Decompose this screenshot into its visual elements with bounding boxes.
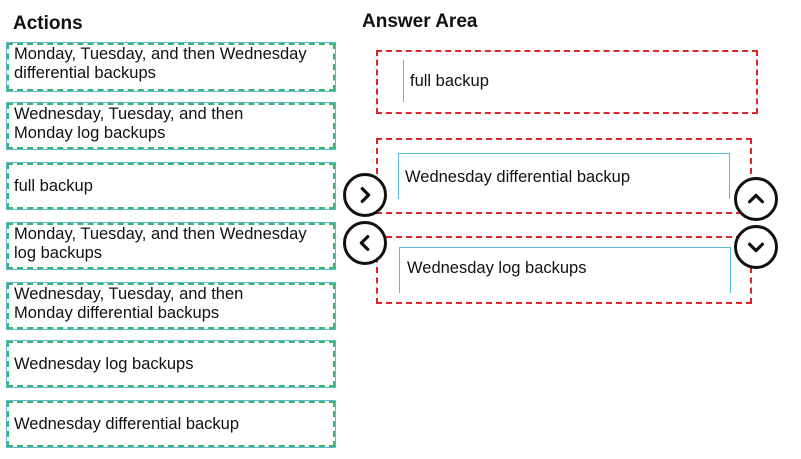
action-item[interactable]: Monday, Tuesday, and then Wednesday log … (6, 222, 336, 270)
action-item[interactable]: Wednesday differential backup (6, 400, 336, 448)
action-item-line: Monday, Tuesday, and then Wednesday (14, 225, 307, 243)
action-item-line: differential backups (14, 64, 156, 82)
move-up-button[interactable] (734, 177, 778, 221)
action-item-line: Monday, Tuesday, and then Wednesday (14, 45, 307, 63)
answer-item[interactable]: full backup (403, 60, 723, 102)
action-item[interactable]: full backup (6, 162, 336, 210)
answer-item[interactable]: Wednesday differential backup (398, 153, 730, 199)
move-left-button[interactable] (343, 221, 387, 265)
chevron-left-icon (359, 234, 370, 252)
chevron-down-icon (747, 242, 765, 253)
actions-heading: Actions (13, 13, 83, 34)
move-right-button[interactable] (343, 173, 387, 217)
action-item[interactable]: Wednesday log backups (6, 340, 336, 388)
action-item-line: Wednesday, Tuesday, and then (14, 105, 244, 123)
action-item-line: Wednesday differential backup (14, 414, 240, 433)
action-item-line: full backup (14, 176, 93, 195)
action-item-line: log backups (14, 244, 103, 262)
answer-area-heading: Answer Area (362, 11, 478, 32)
chevron-right-icon (360, 186, 371, 204)
answer-item[interactable]: Wednesday log backups (399, 247, 731, 293)
chevron-up-icon (747, 193, 765, 204)
action-item-line: Monday log backups (14, 124, 166, 142)
action-item[interactable]: Wednesday, Tuesday, and then Monday log … (6, 102, 336, 150)
move-down-button[interactable] (734, 225, 778, 269)
answer-item-label: full backup (410, 71, 489, 90)
action-item-line: Monday differential backups (14, 304, 220, 322)
answer-item-label: Wednesday differential backup (405, 168, 631, 186)
answer-slot[interactable] (376, 236, 752, 304)
action-item[interactable]: Monday, Tuesday, and then Wednesday diff… (6, 42, 336, 92)
action-item[interactable]: Wednesday, Tuesday, and then Monday diff… (6, 282, 336, 330)
answer-slot[interactable] (376, 50, 758, 114)
action-item-line: Wednesday log backups (14, 354, 194, 373)
answer-item-label: Wednesday log backups (407, 259, 587, 277)
action-item-line: Wednesday, Tuesday, and then (14, 285, 244, 303)
